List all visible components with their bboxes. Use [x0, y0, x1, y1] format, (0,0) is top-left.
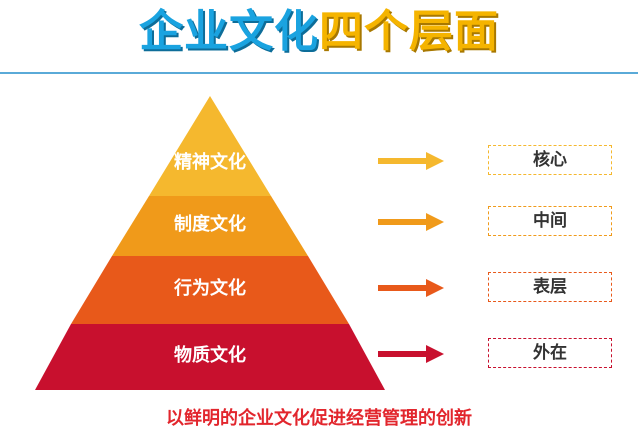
pyramid-layer-institutional	[112, 196, 308, 256]
arrow-right-icon	[378, 345, 444, 363]
page-title: 企业文化四个层面	[0, 2, 638, 62]
arrow-right-icon	[378, 213, 444, 231]
layer-label-spiritual: 精神文化	[174, 152, 246, 173]
level-box-core: 核心	[488, 145, 612, 175]
level-box-middle: 中间	[488, 206, 612, 236]
arrow-right-icon	[378, 152, 444, 170]
pyramid-layer-behavioral	[71, 256, 349, 324]
pyramid-layer-material	[35, 324, 385, 390]
title-divider	[0, 72, 638, 74]
layer-label-material: 物质文化	[174, 345, 246, 366]
title-part-2: 四个层面	[319, 6, 499, 57]
layer-label-institutional: 制度文化	[174, 214, 246, 235]
title-part-1: 企业文化	[139, 6, 319, 57]
pyramid-layer-spiritual	[149, 96, 271, 196]
level-box-outer: 外在	[488, 338, 612, 368]
arrow-right-icon	[378, 279, 444, 297]
footer-slogan: 以鲜明的企业文化促进经营管理的创新	[166, 408, 472, 429]
level-box-surface: 表层	[488, 272, 612, 302]
layer-label-behavioral: 行为文化	[174, 278, 246, 299]
